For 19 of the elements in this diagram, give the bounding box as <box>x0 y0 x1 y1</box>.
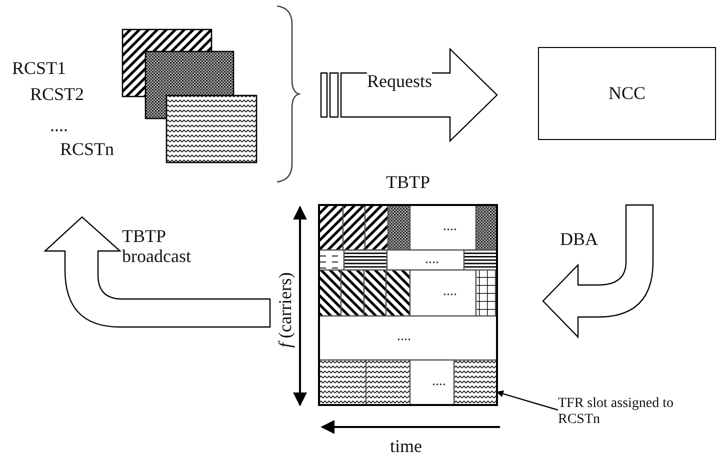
axis-label: f (carriers) <box>275 272 295 348</box>
block-arrow <box>542 204 654 338</box>
ellipsis: .... <box>443 283 457 301</box>
callout-text: TFR slot assigned to RCSTn <box>558 396 675 428</box>
block-arrow <box>320 48 498 142</box>
terminal-label: RCSTn <box>60 139 114 159</box>
edge-label: Requests <box>367 71 432 91</box>
ellipsis: .... <box>397 328 411 346</box>
block-arrow <box>44 216 271 328</box>
frame-heading: TBTP <box>384 172 431 192</box>
terminal-label: RCST1 <box>12 58 66 78</box>
leader-line <box>496 390 558 411</box>
ellipsis: .... <box>425 251 439 269</box>
axis-label: time <box>390 436 422 456</box>
ellipsis: .... <box>443 218 457 236</box>
terminal-label: .... <box>50 115 68 135</box>
ellipsis: .... <box>432 373 446 391</box>
terminal-label: RCST2 <box>30 84 84 104</box>
process-box: NCC <box>538 47 716 140</box>
